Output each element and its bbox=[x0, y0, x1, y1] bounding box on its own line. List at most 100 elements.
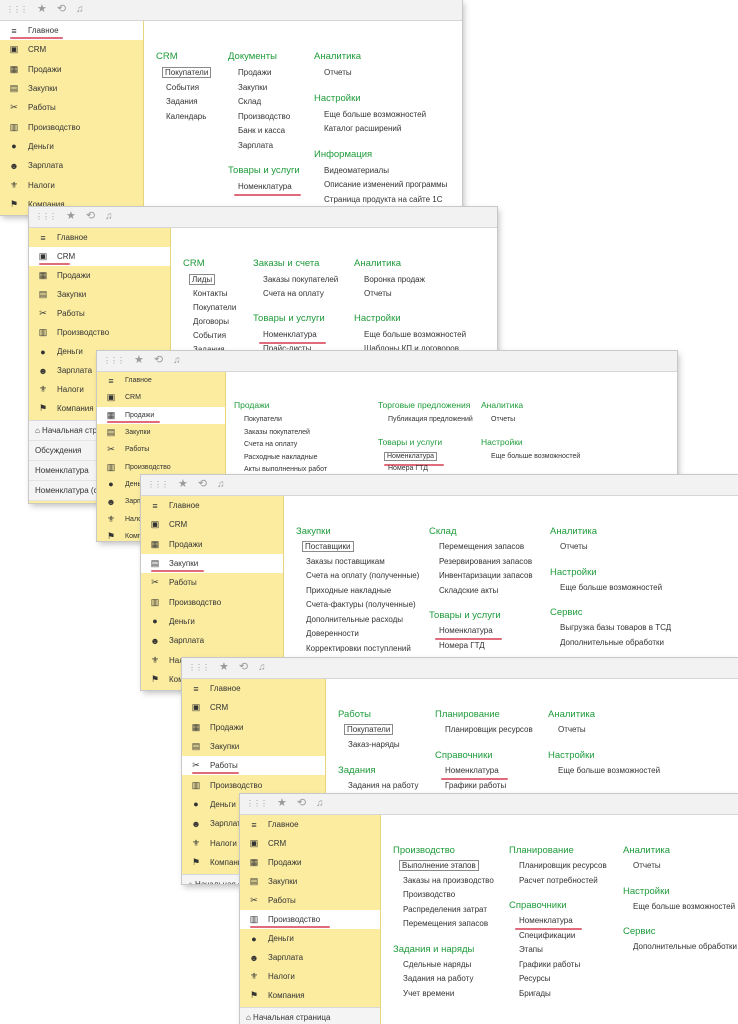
sidebar-item-4[interactable]: ✂Работы bbox=[182, 756, 325, 776]
nav-link[interactable]: Приходные накладные bbox=[306, 585, 392, 595]
nav-link[interactable]: Выполнение этапов bbox=[399, 860, 479, 871]
sidebar-item-6[interactable]: ●Деньги bbox=[97, 476, 225, 493]
nav-link[interactable]: Страница продукта на сайте 1С bbox=[324, 194, 443, 204]
sidebar-item-9[interactable]: ⚑Компания bbox=[0, 195, 143, 214]
sidebar-item-9[interactable]: ⚑Компания bbox=[182, 853, 325, 872]
nav-link[interactable]: Производство bbox=[403, 890, 456, 899]
history-icon[interactable]: ⟲ bbox=[153, 354, 164, 366]
nav-link[interactable]: Покупатели bbox=[193, 303, 237, 312]
nav-link[interactable]: Заказ-наряды bbox=[348, 740, 400, 749]
nav-link[interactable]: Ресурсы bbox=[519, 974, 551, 983]
nav-link[interactable]: Корректировки поступлений bbox=[306, 643, 411, 653]
sidebar-item-6[interactable]: ●Деньги bbox=[29, 342, 170, 361]
sidebar-item-3[interactable]: ▤Закупки bbox=[240, 872, 380, 891]
sidebar-item-6[interactable]: ●Деньги bbox=[0, 137, 143, 156]
nav-link[interactable]: Номенклатура bbox=[439, 626, 493, 635]
sidebar-item-2[interactable]: ▦Продажи bbox=[182, 718, 325, 737]
sidebar-item-2[interactable]: ▦Продажи bbox=[97, 406, 225, 424]
nav-link[interactable]: Номенклатура bbox=[384, 451, 437, 461]
sidebar-item-8[interactable]: ⚜Налоги bbox=[0, 175, 143, 194]
nav-link[interactable]: Дополнительные обработки bbox=[633, 942, 737, 951]
sidebar-item-9[interactable]: ⚑Компания bbox=[29, 399, 170, 418]
nav-link[interactable]: Счета на оплату bbox=[244, 441, 298, 448]
nav-link[interactable]: Публикация предложений bbox=[388, 416, 473, 423]
nav-link[interactable]: Задания на работу bbox=[403, 974, 474, 983]
nav-link[interactable]: Счета на оплату (полученные) bbox=[306, 571, 420, 580]
sidebar-item-1[interactable]: ▣CRM bbox=[240, 834, 380, 853]
nav-link[interactable]: Поставщики bbox=[302, 541, 354, 552]
history-icon[interactable]: ⟲ bbox=[85, 210, 96, 222]
bell-icon[interactable]: ♫ bbox=[217, 479, 225, 490]
nav-link[interactable]: Инвентаризации запасов bbox=[439, 571, 533, 580]
sidebar-item-3[interactable]: ▤Закупки bbox=[97, 424, 225, 441]
apps-grid-icon[interactable]: ⋮⋮⋮ bbox=[103, 356, 125, 365]
nav-link[interactable]: Склад bbox=[238, 97, 262, 106]
sidebar-item-4[interactable]: ✂Работы bbox=[240, 891, 380, 910]
sidebar-item-8[interactable]: ⚜Налоги bbox=[97, 510, 225, 527]
apps-grid-icon[interactable]: ⋮⋮⋮ bbox=[188, 663, 210, 672]
nav-link[interactable]: Счета-фактуры (полученные) bbox=[306, 600, 416, 609]
nav-link[interactable]: Заказы на производство bbox=[403, 875, 494, 885]
apps-grid-icon[interactable]: ⋮⋮⋮ bbox=[6, 5, 28, 14]
nav-link[interactable]: Выгрузка базы товаров в ТСД bbox=[560, 623, 672, 632]
nav-link[interactable]: Лиды bbox=[188, 274, 216, 285]
nav-link[interactable]: Еще больше возможностей bbox=[560, 582, 663, 592]
nav-link[interactable]: Номенклатура bbox=[238, 182, 292, 191]
nav-link[interactable]: Учет времени bbox=[403, 988, 455, 998]
nav-link[interactable]: Номенклатура bbox=[263, 330, 317, 339]
nav-link[interactable]: Перемещения запасов bbox=[403, 919, 489, 928]
nav-link[interactable]: Зарплата bbox=[238, 140, 274, 150]
nav-link[interactable]: Доверенности bbox=[306, 629, 359, 638]
favorites-star-icon[interactable]: ★ bbox=[37, 3, 47, 15]
nav-link[interactable]: Каталог расширений bbox=[324, 124, 402, 133]
history-icon[interactable]: ⟲ bbox=[296, 797, 307, 809]
nav-link[interactable]: Планировщик ресурсов bbox=[445, 725, 533, 734]
sidebar-item-7[interactable]: ☻Зарплата bbox=[182, 814, 325, 833]
nav-link[interactable]: Сдельные наряды bbox=[403, 959, 472, 969]
sidebar-item-2[interactable]: ▦Продажи bbox=[141, 535, 283, 554]
nav-link[interactable]: Отчеты bbox=[364, 289, 392, 298]
bell-icon[interactable]: ♫ bbox=[76, 4, 84, 15]
favorites-star-icon[interactable]: ★ bbox=[277, 797, 287, 809]
sidebar-item-8[interactable]: ⚜Налоги bbox=[240, 967, 380, 986]
sidebar-item-1[interactable]: ▣CRM bbox=[0, 40, 143, 59]
sidebar-item-8[interactable]: ⚜Налоги bbox=[29, 380, 170, 399]
sidebar-item-0[interactable]: ≡Главное bbox=[182, 679, 325, 698]
sidebar-item-4[interactable]: ✂Работы bbox=[97, 441, 225, 458]
nav-link[interactable]: Расчет потребностей bbox=[519, 875, 598, 885]
sidebar-item-1[interactable]: ▣CRM bbox=[97, 389, 225, 406]
sidebar-item-2[interactable]: ▦Продажи bbox=[29, 266, 170, 285]
sidebar-item-0[interactable]: ≡Главное bbox=[0, 21, 143, 41]
bell-icon[interactable]: ♫ bbox=[316, 798, 324, 809]
nav-link[interactable]: Дополнительные расходы bbox=[306, 614, 404, 624]
open-window-item[interactable]: ⌂ Начальная страница bbox=[182, 875, 325, 884]
sidebar-item-3[interactable]: ▤Закупки bbox=[29, 285, 170, 304]
sidebar-item-7[interactable]: ☻Зарплата bbox=[141, 631, 283, 650]
nav-link[interactable]: Покупатели bbox=[343, 724, 394, 735]
nav-link[interactable]: Шаблоны КП и договоров bbox=[364, 344, 459, 353]
apps-grid-icon[interactable]: ⋮⋮⋮ bbox=[147, 480, 169, 489]
sidebar-item-3[interactable]: ▤Закупки bbox=[141, 553, 283, 574]
sidebar-item-6[interactable]: ●Деньги bbox=[141, 612, 283, 631]
sidebar-item-4[interactable]: ✂Работы bbox=[0, 98, 143, 117]
sidebar-item-5[interactable]: ▥Производство bbox=[29, 323, 170, 342]
nav-link[interactable]: Задания на работу bbox=[348, 781, 419, 790]
nav-link[interactable]: Дополнительные обработки bbox=[560, 637, 664, 647]
nav-link[interactable]: События bbox=[193, 331, 227, 340]
nav-link[interactable]: Задания bbox=[166, 97, 198, 106]
nav-link[interactable]: Планировщик ресурсов bbox=[519, 861, 607, 870]
sidebar-item-5[interactable]: ▥Производство bbox=[240, 910, 380, 929]
sidebar-item-7[interactable]: ☻Зарплата bbox=[29, 361, 170, 380]
bell-icon[interactable]: ♫ bbox=[258, 662, 266, 673]
history-icon[interactable]: ⟲ bbox=[56, 3, 67, 15]
nav-link[interactable]: Контакты bbox=[193, 289, 228, 298]
bell-icon[interactable]: ♫ bbox=[173, 355, 181, 366]
sidebar-item-2[interactable]: ▦Продажи bbox=[240, 853, 380, 872]
sidebar-item-7[interactable]: ☻Зарплата bbox=[240, 948, 380, 967]
nav-link[interactable]: Графики работы bbox=[445, 781, 507, 790]
history-icon[interactable]: ⟲ bbox=[238, 661, 249, 673]
nav-link[interactable]: Отчеты bbox=[633, 861, 661, 870]
nav-link[interactable]: Видеоматериалы bbox=[324, 165, 389, 175]
nav-link[interactable]: Еще больше возможностей bbox=[633, 901, 736, 911]
nav-link[interactable]: Отчеты bbox=[491, 416, 516, 423]
